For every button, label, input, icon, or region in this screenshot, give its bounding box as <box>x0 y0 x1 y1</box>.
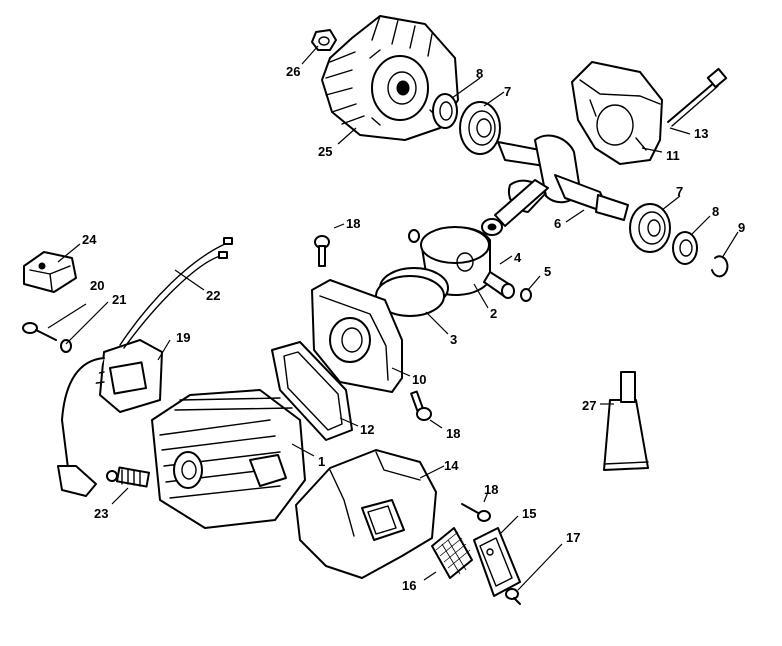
part-3-piston-rings <box>375 267 449 317</box>
part-6-crankshaft <box>481 134 629 236</box>
part-24-switch <box>23 251 77 293</box>
part-8-seal-top <box>432 93 458 129</box>
callout-13: 13 <box>694 126 708 141</box>
part-13-screw <box>667 67 728 127</box>
callout-4: 4 <box>514 250 522 265</box>
part-18-screw-middle <box>410 390 432 421</box>
part-25-flywheel <box>321 15 459 141</box>
callout-11: 11 <box>666 148 680 163</box>
callout-6: 6 <box>554 216 561 231</box>
part-9-circlip <box>711 255 729 278</box>
callout-12: 12 <box>360 422 374 437</box>
part-18-screw-top <box>314 235 330 267</box>
part-1-cylinder <box>151 389 306 529</box>
part-8-seal-right <box>672 231 698 265</box>
callout-7-top: 7 <box>504 84 511 99</box>
callout-8-top: 8 <box>476 66 483 81</box>
part-circlip-piston <box>408 229 420 243</box>
part-21-screw <box>22 322 57 341</box>
part-22-ignition-wire <box>57 237 233 497</box>
part-14-muffler <box>295 449 437 579</box>
callout-19: 19 <box>176 330 190 345</box>
part-27-grease-tube <box>603 371 649 471</box>
callout-21: 21 <box>112 292 126 307</box>
callout-23: 23 <box>94 506 108 521</box>
part-10-crankcase-base <box>311 279 403 393</box>
part-17-screw <box>505 588 521 605</box>
callout-16: 16 <box>402 578 416 593</box>
part-5-circlip <box>520 288 532 302</box>
part-7-bearing-top <box>459 101 501 155</box>
callout-labels: 26 25 8 7 13 11 6 7 8 9 18 4 5 2 3 10 18… <box>82 64 745 593</box>
callout-9: 9 <box>738 220 745 235</box>
callout-8-right: 8 <box>712 204 719 219</box>
callout-5: 5 <box>544 264 551 279</box>
part-4-piston-pin <box>483 271 515 299</box>
part-26-nut <box>311 29 337 51</box>
part-15-cover-plate <box>473 527 521 597</box>
part-7-bearing-right <box>629 203 671 253</box>
callout-22: 22 <box>206 288 220 303</box>
leader-lines <box>47 45 739 591</box>
callout-20: 20 <box>90 278 104 293</box>
callout-3: 3 <box>450 332 457 347</box>
callout-14: 14 <box>444 458 459 473</box>
part-23-spark-plug <box>106 466 150 488</box>
part-18-screw-bottom <box>461 503 491 522</box>
part-19-ignition-module <box>87 339 163 413</box>
callout-18-top: 18 <box>346 216 360 231</box>
part-20-washer <box>60 339 72 353</box>
callout-18-bottom: 18 <box>484 482 498 497</box>
callout-17: 17 <box>566 530 580 545</box>
callout-27: 27 <box>582 398 596 413</box>
callout-24: 24 <box>82 232 97 247</box>
part-16-screen <box>431 527 473 579</box>
callout-26: 26 <box>286 64 300 79</box>
callout-18-middle: 18 <box>446 426 460 441</box>
callout-7-right: 7 <box>676 184 683 199</box>
callout-1: 1 <box>318 454 325 469</box>
callout-10: 10 <box>412 372 426 387</box>
part-12-gasket <box>271 341 353 441</box>
callout-15: 15 <box>522 506 536 521</box>
callout-2: 2 <box>490 306 497 321</box>
callout-25: 25 <box>318 144 332 159</box>
